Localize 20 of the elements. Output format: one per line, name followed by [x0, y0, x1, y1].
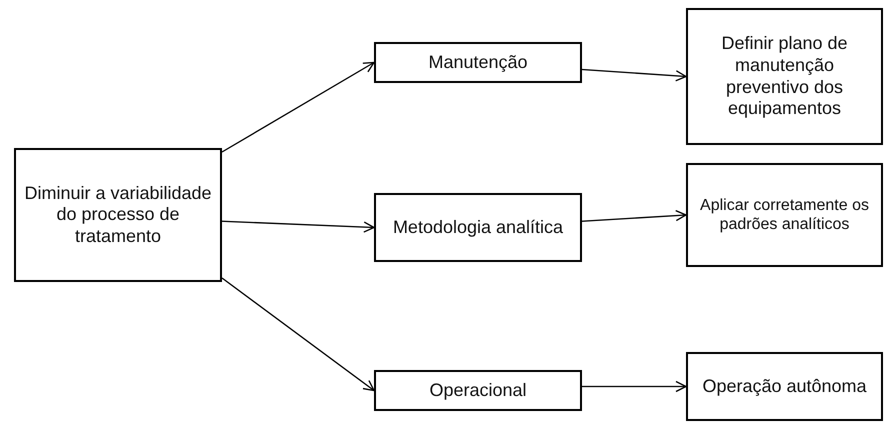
- process-box: [374, 42, 582, 83]
- box-text: Definir plano de manutenção preventivo dos equipamentos: [720, 33, 849, 120]
- box-text: Operacional: [429, 380, 527, 402]
- box-text: Aplicar corretamente os padrões analíticos: [699, 196, 870, 234]
- process-box: [686, 163, 883, 267]
- process-box: [686, 352, 883, 421]
- box-text: Diminuir a variabilidade do processo de tratamento: [23, 182, 213, 248]
- arrow: [222, 220, 375, 233]
- process-box: [374, 193, 582, 262]
- arrow: [222, 277, 375, 392]
- arrow: [222, 62, 375, 153]
- arrow: [582, 210, 687, 222]
- process-box: [14, 148, 222, 282]
- process-box: [686, 8, 883, 145]
- box-text: Metodologia analítica: [392, 216, 564, 238]
- arrow: [582, 68, 687, 82]
- box-text: Operação autônoma: [702, 376, 867, 398]
- process-box: [374, 370, 582, 411]
- arrow: [582, 380, 687, 392]
- box-text: Manutenção: [428, 52, 528, 74]
